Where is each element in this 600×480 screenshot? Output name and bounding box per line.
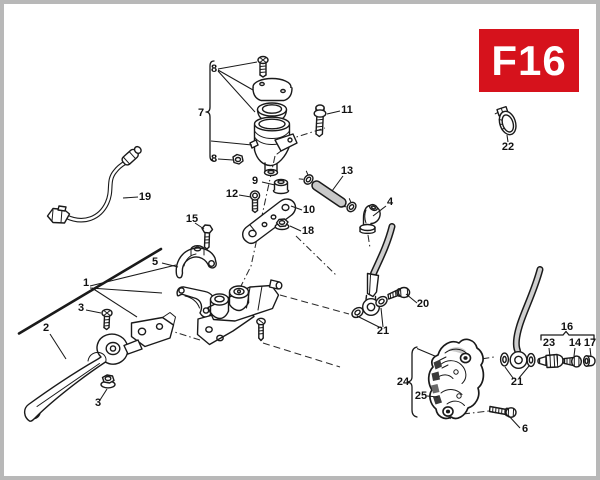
clamp-lower-half <box>176 286 216 318</box>
banjo-washers-right <box>499 352 536 368</box>
hose-segment-13 <box>298 170 357 213</box>
switch-cable <box>46 145 142 224</box>
hose-clip-a <box>298 170 314 185</box>
bleed-bolt-14 <box>562 355 583 368</box>
brake-pads <box>431 356 449 405</box>
callout-12: 12 <box>226 188 238 200</box>
callout-1: 1 <box>83 277 89 289</box>
callout-4: 4 <box>387 196 394 208</box>
callout-14: 14 <box>569 337 582 349</box>
socket-bolt-12 <box>249 190 261 214</box>
callout-8: 8 <box>211 153 217 165</box>
callout-16: 16 <box>561 321 573 333</box>
banjo-washers-left <box>351 295 388 319</box>
bleed-cap-17 <box>582 355 596 367</box>
page-code-label: F16 <box>491 36 567 84</box>
banjo-bolt-20 <box>387 286 411 300</box>
callout-18: 18 <box>302 225 314 237</box>
leader-lines <box>49 61 592 429</box>
callout-3: 3 <box>95 397 101 409</box>
callout-11: 11 <box>341 104 353 116</box>
handlebar-line <box>17 247 163 335</box>
callout-8: 8 <box>211 63 217 75</box>
flange-nut-18 <box>274 218 290 231</box>
brake-hose-lower <box>509 266 544 370</box>
callout-9: 9 <box>252 175 258 187</box>
reservoir-screw <box>257 55 269 78</box>
clamp-bolt <box>201 224 214 250</box>
callout-24: 24 <box>397 376 410 388</box>
brake-hose-upper <box>362 223 396 317</box>
brake-lever <box>23 333 129 422</box>
master-cylinder <box>196 279 283 346</box>
support-bracket-10 <box>241 198 297 244</box>
exploded-parts-diagram: 1233456788910111213141516171819202121222… <box>17 55 596 435</box>
callout-19: 19 <box>139 191 151 203</box>
callout-20: 20 <box>417 298 429 310</box>
reservoir-body <box>249 116 298 177</box>
callout-2: 2 <box>43 322 49 334</box>
hose-clip-b <box>341 198 357 213</box>
page-code-badge: F16 <box>479 29 579 92</box>
callout-17: 17 <box>584 337 596 349</box>
callout-13: 13 <box>341 165 353 177</box>
reservoir-diaphragm-ring <box>256 102 288 122</box>
lever-pivot-nut <box>100 374 116 389</box>
callout-braces <box>205 60 595 418</box>
clamp-upper-half <box>175 244 217 279</box>
callout-3: 3 <box>78 302 84 314</box>
elbow-fitting-4 <box>359 203 381 235</box>
lever-bracket <box>123 312 176 355</box>
callout-21: 21 <box>377 325 389 337</box>
lever-pivot-bolt <box>101 308 113 331</box>
callout-23: 23 <box>543 337 555 349</box>
caliper-bolt-6 <box>488 405 517 418</box>
master-cylinder-screw <box>256 317 266 342</box>
hose-clamp-22 <box>494 105 517 136</box>
reservoir-cap <box>252 77 293 102</box>
callout-15: 15 <box>186 213 198 225</box>
callout-25: 25 <box>415 390 427 402</box>
callout-22: 22 <box>502 141 514 153</box>
callout-6: 6 <box>522 423 528 435</box>
rubber-grommet <box>272 178 290 195</box>
callout-labels: 1233456788910111213141516171819202121222… <box>43 63 596 435</box>
reservoir-bolt <box>313 104 327 138</box>
callout-10: 10 <box>303 204 315 216</box>
brake-caliper <box>427 338 485 420</box>
callout-7: 7 <box>198 107 204 119</box>
callout-21: 21 <box>511 376 523 388</box>
callout-5: 5 <box>152 256 158 268</box>
reservoir-nut <box>232 153 244 165</box>
